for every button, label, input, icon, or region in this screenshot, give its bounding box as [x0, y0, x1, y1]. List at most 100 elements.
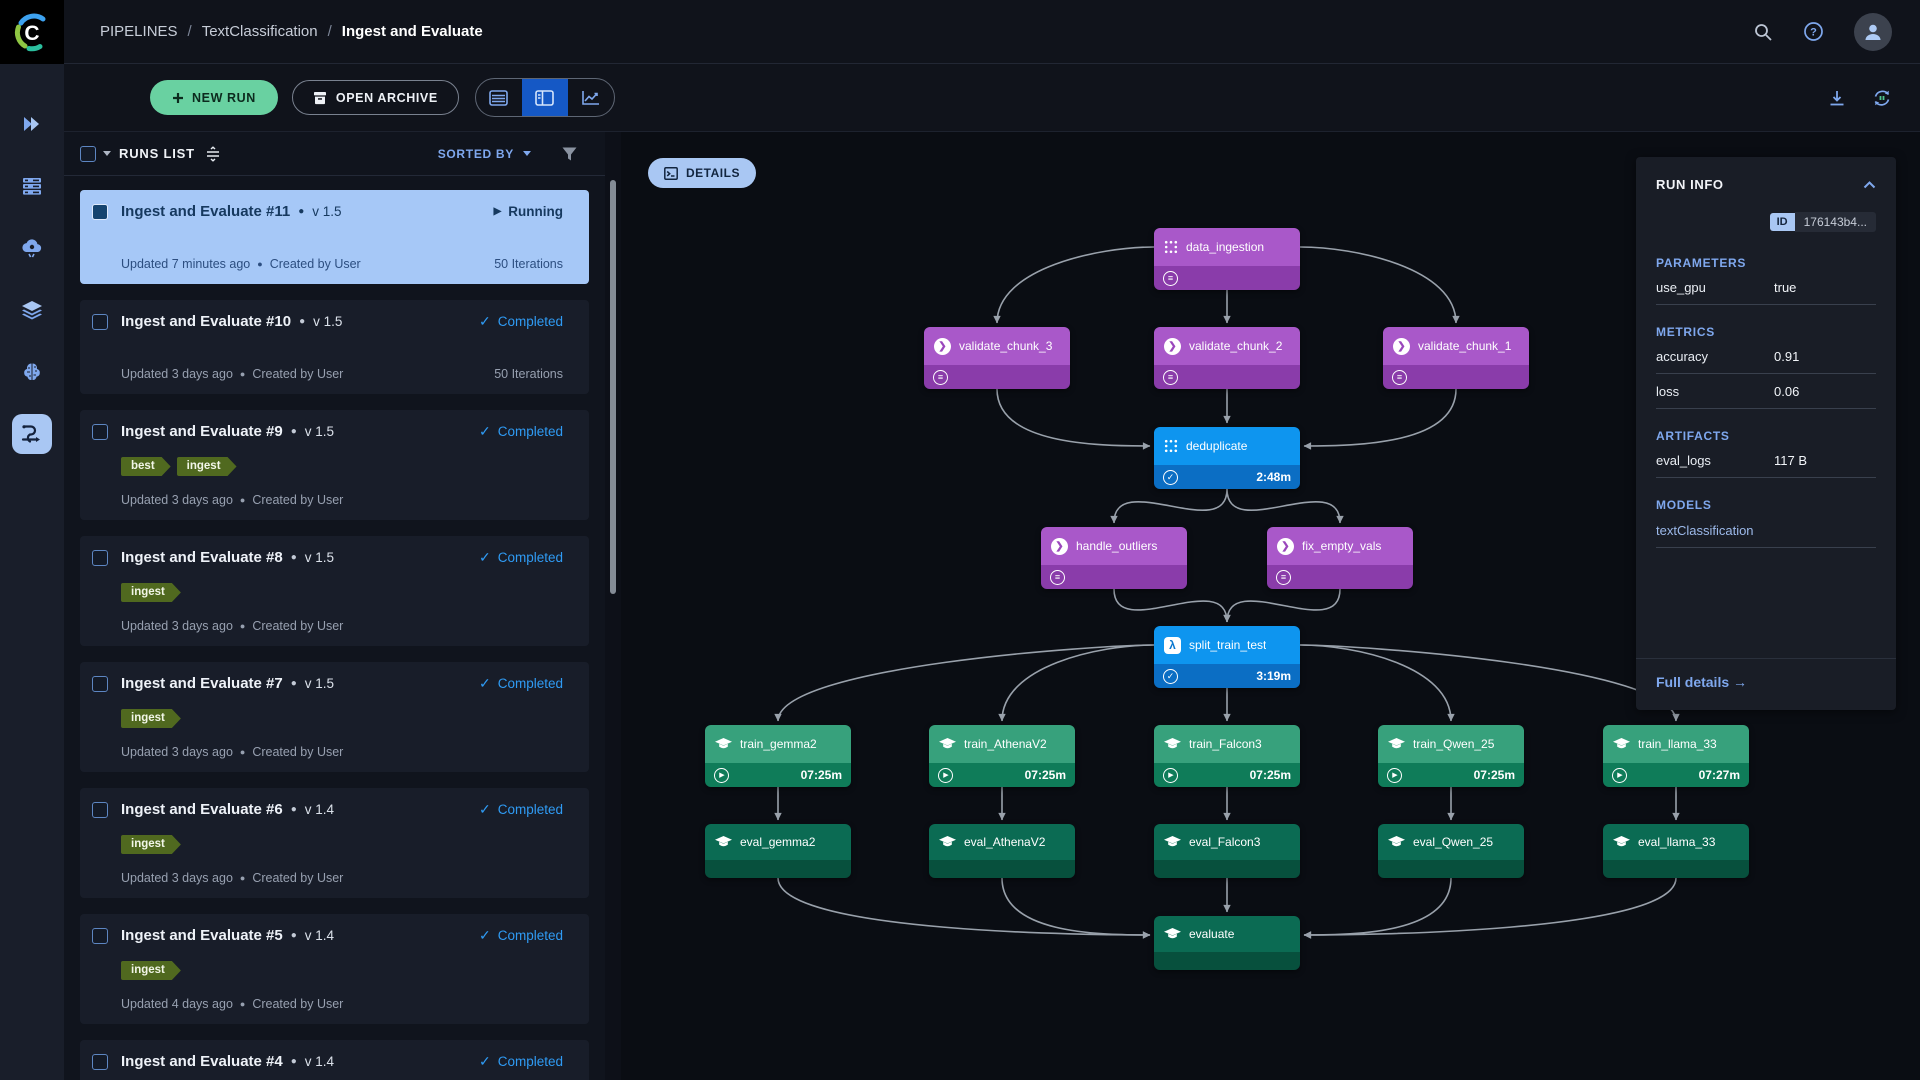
tag-badge[interactable]: best [121, 457, 171, 476]
tag-badge[interactable]: ingest [121, 961, 181, 980]
runs-scrollbar[interactable] [605, 132, 621, 1080]
nav-models-icon[interactable] [12, 352, 52, 392]
run-item-checkbox[interactable] [92, 313, 108, 330]
collapse-chevron-icon[interactable] [1863, 180, 1876, 189]
completed-check-icon: ✓ [478, 549, 491, 565]
tag-badge[interactable]: ingest [121, 583, 181, 602]
sorted-by-caret-icon[interactable] [523, 151, 531, 156]
node-header: evaluate [1154, 916, 1300, 952]
chevron-circle-icon: ❯ [1393, 337, 1410, 355]
run-item-status: ✓Completed [479, 801, 563, 818]
id-value[interactable]: 176143b4... [1794, 212, 1876, 232]
sorted-by-label[interactable]: SORTED BY [437, 146, 514, 161]
nav-dashboard-icon[interactable] [12, 104, 52, 144]
new-run-label: NEW RUN [192, 90, 256, 105]
nav-workers-icon[interactable] [12, 166, 52, 206]
run-item-checkbox[interactable] [92, 1053, 108, 1070]
run-item-updated: Updated 3 days ago [121, 871, 233, 885]
filter-icon[interactable] [562, 147, 577, 161]
dag-node-eval_llama_33[interactable]: eval_llama_33 [1603, 824, 1749, 878]
view-split-icon[interactable] [521, 79, 568, 116]
auto-refresh-icon[interactable] [1872, 88, 1892, 108]
dag-node-train_Falcon3[interactable]: train_Falcon3▶07:25m [1154, 725, 1300, 787]
view-metrics-icon[interactable] [568, 79, 614, 116]
run-item-checkbox[interactable] [92, 675, 108, 692]
nav-datasets-icon[interactable] [12, 290, 52, 330]
breadcrumb-item[interactable]: PIPELINES [100, 23, 178, 40]
run-item-status-label: Completed [497, 676, 563, 691]
user-avatar[interactable] [1854, 12, 1892, 51]
dag-node-eval_gemma2[interactable]: eval_gemma2 [705, 824, 851, 878]
run-item-status: ✓Completed [479, 675, 563, 692]
dag-node-train_llama_33[interactable]: train_llama_33▶07:27m [1603, 725, 1749, 787]
dag-node-data_ingestion[interactable]: data_ingestion≡ [1154, 228, 1300, 290]
running-icon: ▶ [493, 206, 502, 217]
full-details-link[interactable]: Full details → [1656, 674, 1748, 690]
run-item-tags: ingest [92, 709, 563, 728]
dag-node-train_Qwen_25[interactable]: train_Qwen_25▶07:25m [1378, 725, 1524, 787]
dot-separator: ● [290, 678, 297, 689]
dag-node-evaluate[interactable]: evaluate [1154, 916, 1300, 970]
view-table-icon[interactable] [476, 79, 522, 116]
dag-node-validate_chunk_3[interactable]: ❯validate_chunk_3≡ [924, 327, 1070, 389]
model-link[interactable]: textClassification [1656, 512, 1876, 548]
tag-badge[interactable]: ingest [121, 835, 181, 854]
nav-cloud-icon[interactable] [12, 228, 52, 268]
tag-badge[interactable]: ingest [177, 457, 237, 476]
nav-pipelines-icon[interactable] [12, 414, 52, 454]
download-icon[interactable] [1828, 89, 1846, 107]
dot-separator: ● [290, 426, 297, 437]
column-settings-icon[interactable] [205, 145, 221, 162]
run-item-checkbox[interactable] [92, 801, 108, 818]
dag-node-validate_chunk_2[interactable]: ❯validate_chunk_2≡ [1154, 327, 1300, 389]
dag-node-validate_chunk_1[interactable]: ❯validate_chunk_1≡ [1383, 327, 1529, 389]
run-item-checkbox[interactable] [92, 549, 108, 566]
dag-node-fix_empty_vals[interactable]: ❯fix_empty_vals≡ [1267, 527, 1413, 589]
details-button[interactable]: DETAILS [648, 158, 756, 188]
node-header: eval_llama_33 [1603, 824, 1749, 860]
run-item-checkbox[interactable] [92, 423, 108, 440]
dag-node-handle_outliers[interactable]: ❯handle_outliers≡ [1041, 527, 1187, 589]
runs-scrollbar-thumb[interactable] [610, 180, 616, 594]
details-label: DETAILS [686, 166, 740, 180]
dag-node-deduplicate[interactable]: deduplicate✓2:48m [1154, 427, 1300, 489]
run-item-title: Ingest and Evaluate #6 [121, 801, 283, 818]
breadcrumb-item[interactable]: Ingest and Evaluate [341, 23, 483, 40]
dot-separator: ● [290, 1056, 297, 1067]
dag-stage[interactable]: data_ingestion≡ ❯validate_chunk_3≡ ❯valida… [621, 132, 1920, 1080]
dag-edge-split_train_test-to-train_Qwen_25 [1299, 644, 1455, 722]
search-icon[interactable] [1753, 22, 1773, 42]
tag-badge[interactable]: ingest [121, 709, 181, 728]
run-item-checkbox[interactable] [92, 203, 108, 220]
dag-node-train_AthenaV2[interactable]: train_AthenaV2▶07:25m [929, 725, 1075, 787]
run-item-version: v 1.4 [304, 1054, 335, 1069]
dag-node-eval_AthenaV2[interactable]: eval_AthenaV2 [929, 824, 1075, 878]
clearml-logo[interactable]: C [0, 0, 64, 64]
run-item-version: v 1.5 [304, 676, 335, 691]
new-run-button[interactable]: NEW RUN [150, 80, 278, 115]
runs-list-panel: RUNS LIST SORTED BY Ingest and Evaluate … [64, 132, 605, 1080]
select-all-caret-icon[interactable] [103, 151, 111, 156]
node-footer: ▶07:25m [1378, 763, 1524, 787]
select-all-checkbox[interactable] [80, 145, 96, 162]
dag-node-eval_Qwen_25[interactable]: eval_Qwen_25 [1378, 824, 1524, 878]
run-item-checkbox[interactable] [92, 927, 108, 944]
dag-node-eval_Falcon3[interactable]: eval_Falcon3 [1154, 824, 1300, 878]
dag-node-train_gemma2[interactable]: train_gemma2▶07:25m [705, 725, 851, 787]
svg-text:?: ? [1810, 27, 1817, 39]
help-icon[interactable]: ? [1803, 21, 1824, 42]
breadcrumb-item[interactable]: TextClassification [201, 23, 318, 40]
run-list-item[interactable]: Ingest and Evaluate #4●v 1.4✓Completed [80, 1040, 589, 1080]
open-archive-button[interactable]: OPEN ARCHIVE [291, 80, 459, 115]
main-column: PIPELINES/TextClassification/Ingest and … [64, 0, 1920, 1080]
